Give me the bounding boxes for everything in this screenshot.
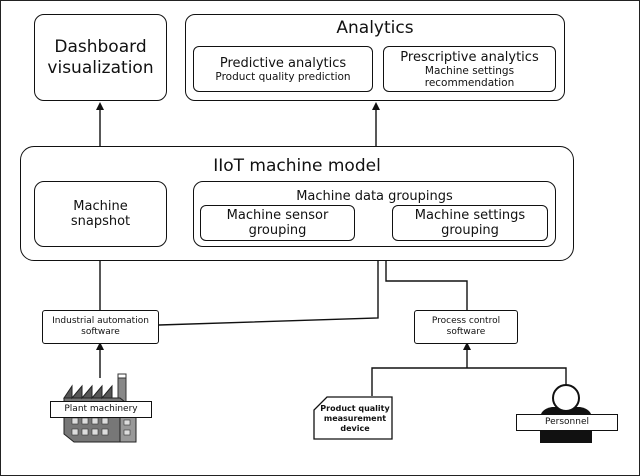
predictive-analytics-box: Predictive analytics Product quality pre…	[193, 46, 373, 92]
snapshot-line1: Machine	[73, 199, 128, 214]
measurement-line2: measurement	[323, 414, 387, 423]
predictive-title: Predictive analytics	[219, 55, 347, 71]
snapshot-line2: snapshot	[70, 214, 131, 229]
measurement-line1: Product quality	[320, 404, 390, 413]
personnel-label: Personnel	[516, 414, 618, 431]
process-line2: software	[446, 327, 486, 337]
prescriptive-analytics-box: Prescriptive analytics Machine settings …	[383, 46, 556, 92]
machine-settings-grouping-box: Machine settings grouping	[392, 205, 548, 241]
predictive-subtitle: Product quality prediction	[215, 70, 351, 83]
settings-line1: Machine settings	[414, 208, 526, 223]
process-control-software-box: Process control software	[414, 310, 518, 344]
automation-line2: software	[81, 327, 120, 337]
industrial-automation-software-box: Industrial automation software	[42, 310, 159, 344]
sensor-line1: Machine sensor	[226, 208, 329, 223]
machine-sensor-grouping-box: Machine sensor grouping	[200, 205, 355, 241]
measurement-label: Product quality measurement device	[318, 404, 392, 434]
machine-snapshot-box: Machine snapshot	[34, 181, 167, 247]
dashboard-box: Dashboard visualization	[34, 14, 167, 101]
plant-machinery-label: Plant machinery	[50, 401, 152, 418]
measurement-device-icon	[313, 396, 393, 440]
line-measurement-to-process	[371, 367, 567, 396]
iiot-title: IIoT machine model	[213, 156, 381, 176]
prescriptive-title: Prescriptive analytics	[400, 49, 539, 65]
analytics-title: Analytics	[336, 18, 414, 38]
automation-line1: Industrial automation	[52, 316, 149, 326]
measurement-line3: device	[340, 424, 370, 433]
arrow-process-to-groupings	[382, 246, 468, 310]
prescriptive-sub-line1: Machine settings	[424, 64, 515, 77]
dashboard-title-line1: Dashboard	[54, 36, 147, 57]
prescriptive-sub-line2: recommendation	[424, 76, 515, 89]
settings-line2: grouping	[441, 223, 499, 238]
arrow-automation-to-groupings	[158, 246, 382, 326]
process-line1: Process control	[431, 316, 501, 326]
sensor-line2: grouping	[248, 223, 307, 238]
dashboard-title-line2: visualization	[47, 57, 154, 78]
groupings-title: Machine data groupings	[296, 189, 453, 204]
